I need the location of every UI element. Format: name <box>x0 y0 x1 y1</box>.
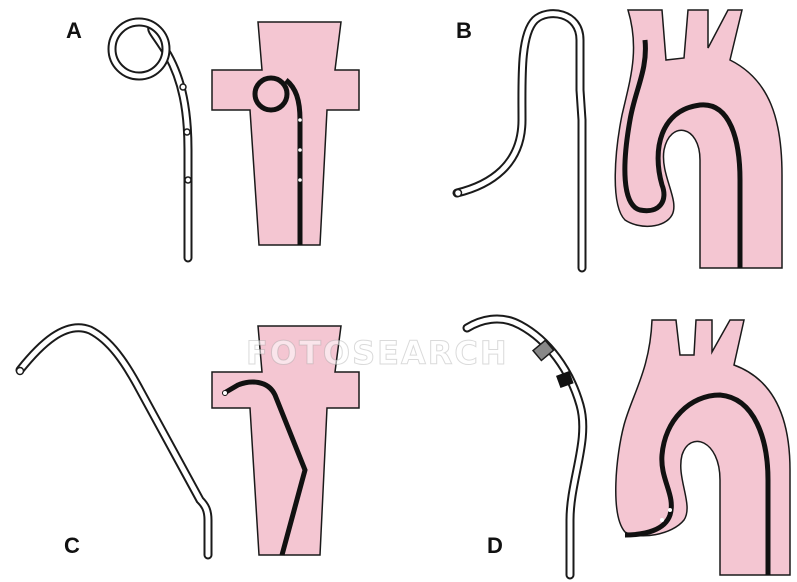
pigtail-catheter-icon <box>112 22 191 258</box>
panel-label-d: D <box>487 533 503 559</box>
curved-catheter-icon <box>455 14 583 268</box>
angled-catheter-icon <box>17 328 209 555</box>
aortic-arch-icon <box>616 320 790 575</box>
aortic-arch-icon <box>615 10 782 268</box>
panel-label-b: B <box>456 18 472 44</box>
panel-d <box>467 319 790 575</box>
vessel-cross-icon <box>212 22 359 245</box>
panel-a <box>112 22 359 258</box>
panel-b <box>455 10 783 268</box>
panel-label-a: A <box>66 18 82 44</box>
watermark-text: FOTOSEARCH <box>246 334 509 372</box>
panel-label-c: C <box>64 533 80 559</box>
